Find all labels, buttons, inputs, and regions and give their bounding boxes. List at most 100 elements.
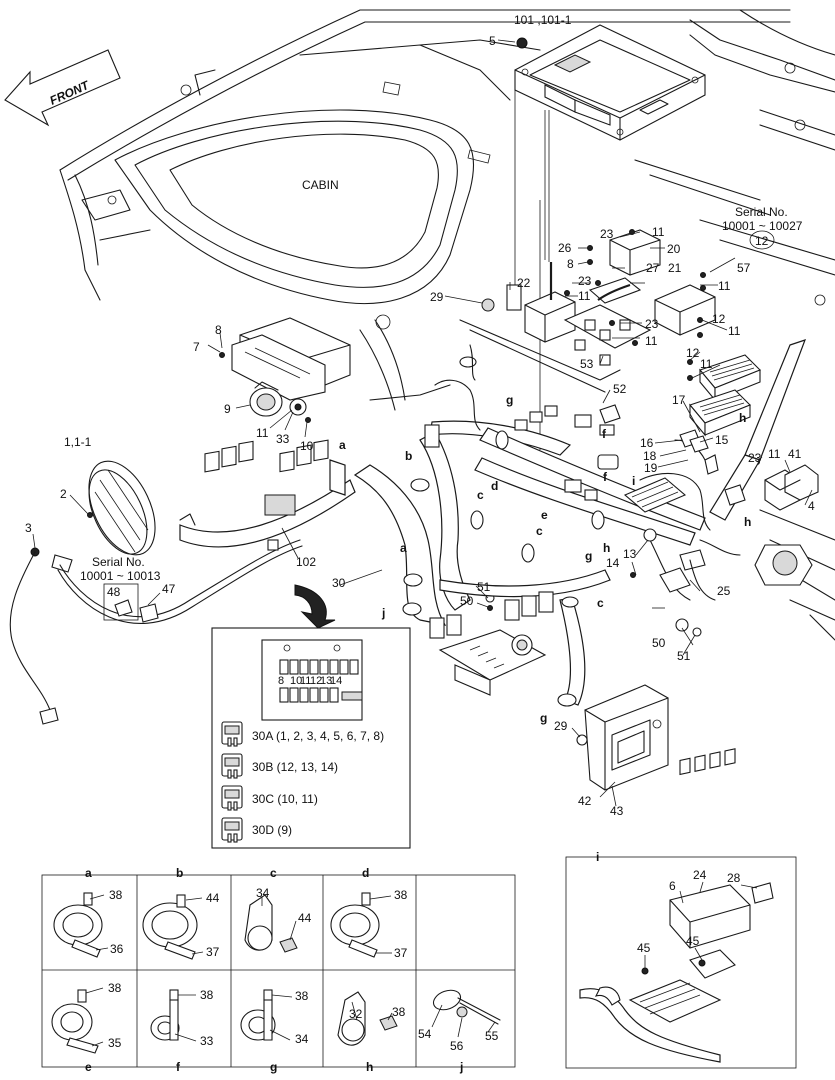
detail-part: 35: [108, 1036, 122, 1050]
fuse-icon: [221, 817, 243, 843]
fuse-number: 14: [330, 675, 342, 687]
detail-part: 38: [109, 888, 123, 902]
callout-16: 16: [640, 436, 654, 450]
detail-part: 54: [418, 1027, 432, 1041]
fuse-panel-inset: 8 10 11 12 13 14 3: [211, 584, 411, 849]
callout-10: 10: [300, 439, 314, 453]
letter-b: b: [405, 449, 412, 463]
speaker-unit: [30, 460, 156, 573]
letter-c: c: [597, 596, 604, 610]
fuse-icon: [221, 753, 243, 779]
serial-b-part: 48: [107, 585, 121, 599]
callout-25: 25: [717, 584, 731, 598]
detail-letter: e: [85, 1060, 92, 1074]
callout-9: 9: [224, 402, 231, 416]
detail-i-part: 45: [686, 934, 700, 948]
relay-4: [764, 464, 819, 511]
detail-letter: j: [459, 1060, 463, 1074]
cabin-label: CABIN: [302, 178, 339, 192]
callout-11: 11: [256, 426, 269, 440]
callout-52: 52: [613, 382, 627, 396]
mounting-bracket: [584, 684, 669, 791]
letter-g: g: [585, 549, 592, 563]
detail-letter: d: [362, 866, 369, 880]
letter-c: c: [536, 524, 543, 538]
detail-i-part: 6: [669, 879, 676, 893]
clamp-g: [240, 989, 276, 1041]
detail-part: 37: [394, 946, 408, 960]
clamp-d: [330, 892, 380, 958]
callout-26: 26: [558, 241, 572, 255]
callout-1: 1,1-1: [64, 435, 92, 449]
callout-50: 50: [460, 594, 474, 608]
detail-labels: a 38 36 b 44 37 c 34 44 d 38 37 e 38 35 …: [85, 850, 741, 1074]
callout-43: 43: [610, 804, 624, 818]
callout-8: 8: [567, 257, 574, 271]
relay-cluster-102: [179, 439, 329, 551]
detail-part: 36: [110, 942, 124, 956]
fuse-label-30d: 30D (9): [252, 823, 292, 837]
detail-grid: [41, 874, 516, 1068]
main-harness: [9, 344, 746, 725]
serial-a-range: 10001 ~ 10027: [722, 219, 803, 233]
detail-part: 38: [108, 981, 122, 995]
detail-part: 56: [450, 1039, 464, 1053]
callout-41: 41: [788, 447, 802, 461]
callout-23: 23: [645, 317, 659, 331]
nut-icon: [675, 618, 689, 632]
callout-11: 11: [768, 447, 781, 461]
serial-b-range: 10001 ~ 10013: [80, 569, 161, 583]
letter-d: d: [491, 479, 498, 493]
fuse-box-right: [689, 339, 807, 521]
callout-101: 101 ,101-1: [514, 13, 572, 27]
detail-i-part: 28: [727, 871, 741, 885]
callout-20: 20: [667, 242, 681, 256]
callout-27: 27: [646, 261, 660, 275]
detail-part: 33: [200, 1034, 214, 1048]
fuse-label-30a: 30A (1, 2, 3, 4, 5, 6, 7, 8): [252, 729, 384, 743]
callout-18: 18: [643, 449, 657, 463]
letter-labels: a b c d e f g h i j a c c f g g h h: [339, 393, 751, 725]
letter-h: h: [603, 541, 610, 555]
serial-part-box: [103, 583, 139, 621]
callout-2: 2: [60, 487, 67, 501]
callout-51: 51: [477, 580, 491, 594]
fuse-label-30b: 30B (12, 13, 14): [252, 760, 338, 774]
callout-11: 11: [652, 225, 665, 239]
fuse-number: 8: [278, 675, 284, 687]
detail-i-part: 45: [637, 941, 651, 955]
letter-j: j: [381, 606, 385, 620]
letter-e: e: [541, 508, 548, 522]
letter-f: f: [602, 427, 607, 441]
detail-letter: h: [366, 1060, 373, 1074]
bolt-icon: [576, 734, 588, 746]
callout-19: 19: [644, 461, 658, 475]
callout-11: 11: [728, 324, 741, 338]
bolt-icon: [481, 298, 495, 312]
detail-letter: b: [176, 866, 183, 880]
callout-102: 102: [296, 555, 316, 569]
serial-labels: Serial No. 10001 ~ 10027 12 Serial No. 1…: [80, 205, 803, 599]
detail-letter: a: [85, 866, 92, 880]
detail-letter: c: [270, 866, 277, 880]
detail-part: 44: [206, 891, 220, 905]
callout-23: 23: [578, 274, 592, 288]
callout-23: 23: [748, 451, 762, 465]
callout-11: 11: [700, 357, 713, 371]
nut-icon: [516, 37, 528, 49]
clamp-h: [337, 991, 398, 1046]
callout-12: 12: [712, 312, 726, 326]
detail-part: 38: [200, 988, 214, 1002]
callout-12: 12: [686, 346, 700, 360]
clamp-a: [53, 892, 103, 958]
cabin-frame: [59, 9, 835, 641]
detail-part: 38: [295, 989, 309, 1003]
letter-i: i: [632, 474, 635, 488]
callout-11: 11: [578, 289, 591, 303]
fuse-number: 13: [320, 675, 332, 687]
letter-f: f: [603, 470, 608, 484]
controller-unit: [514, 24, 706, 141]
callout-5: 5: [489, 34, 496, 48]
callout-14: 14: [606, 556, 620, 570]
